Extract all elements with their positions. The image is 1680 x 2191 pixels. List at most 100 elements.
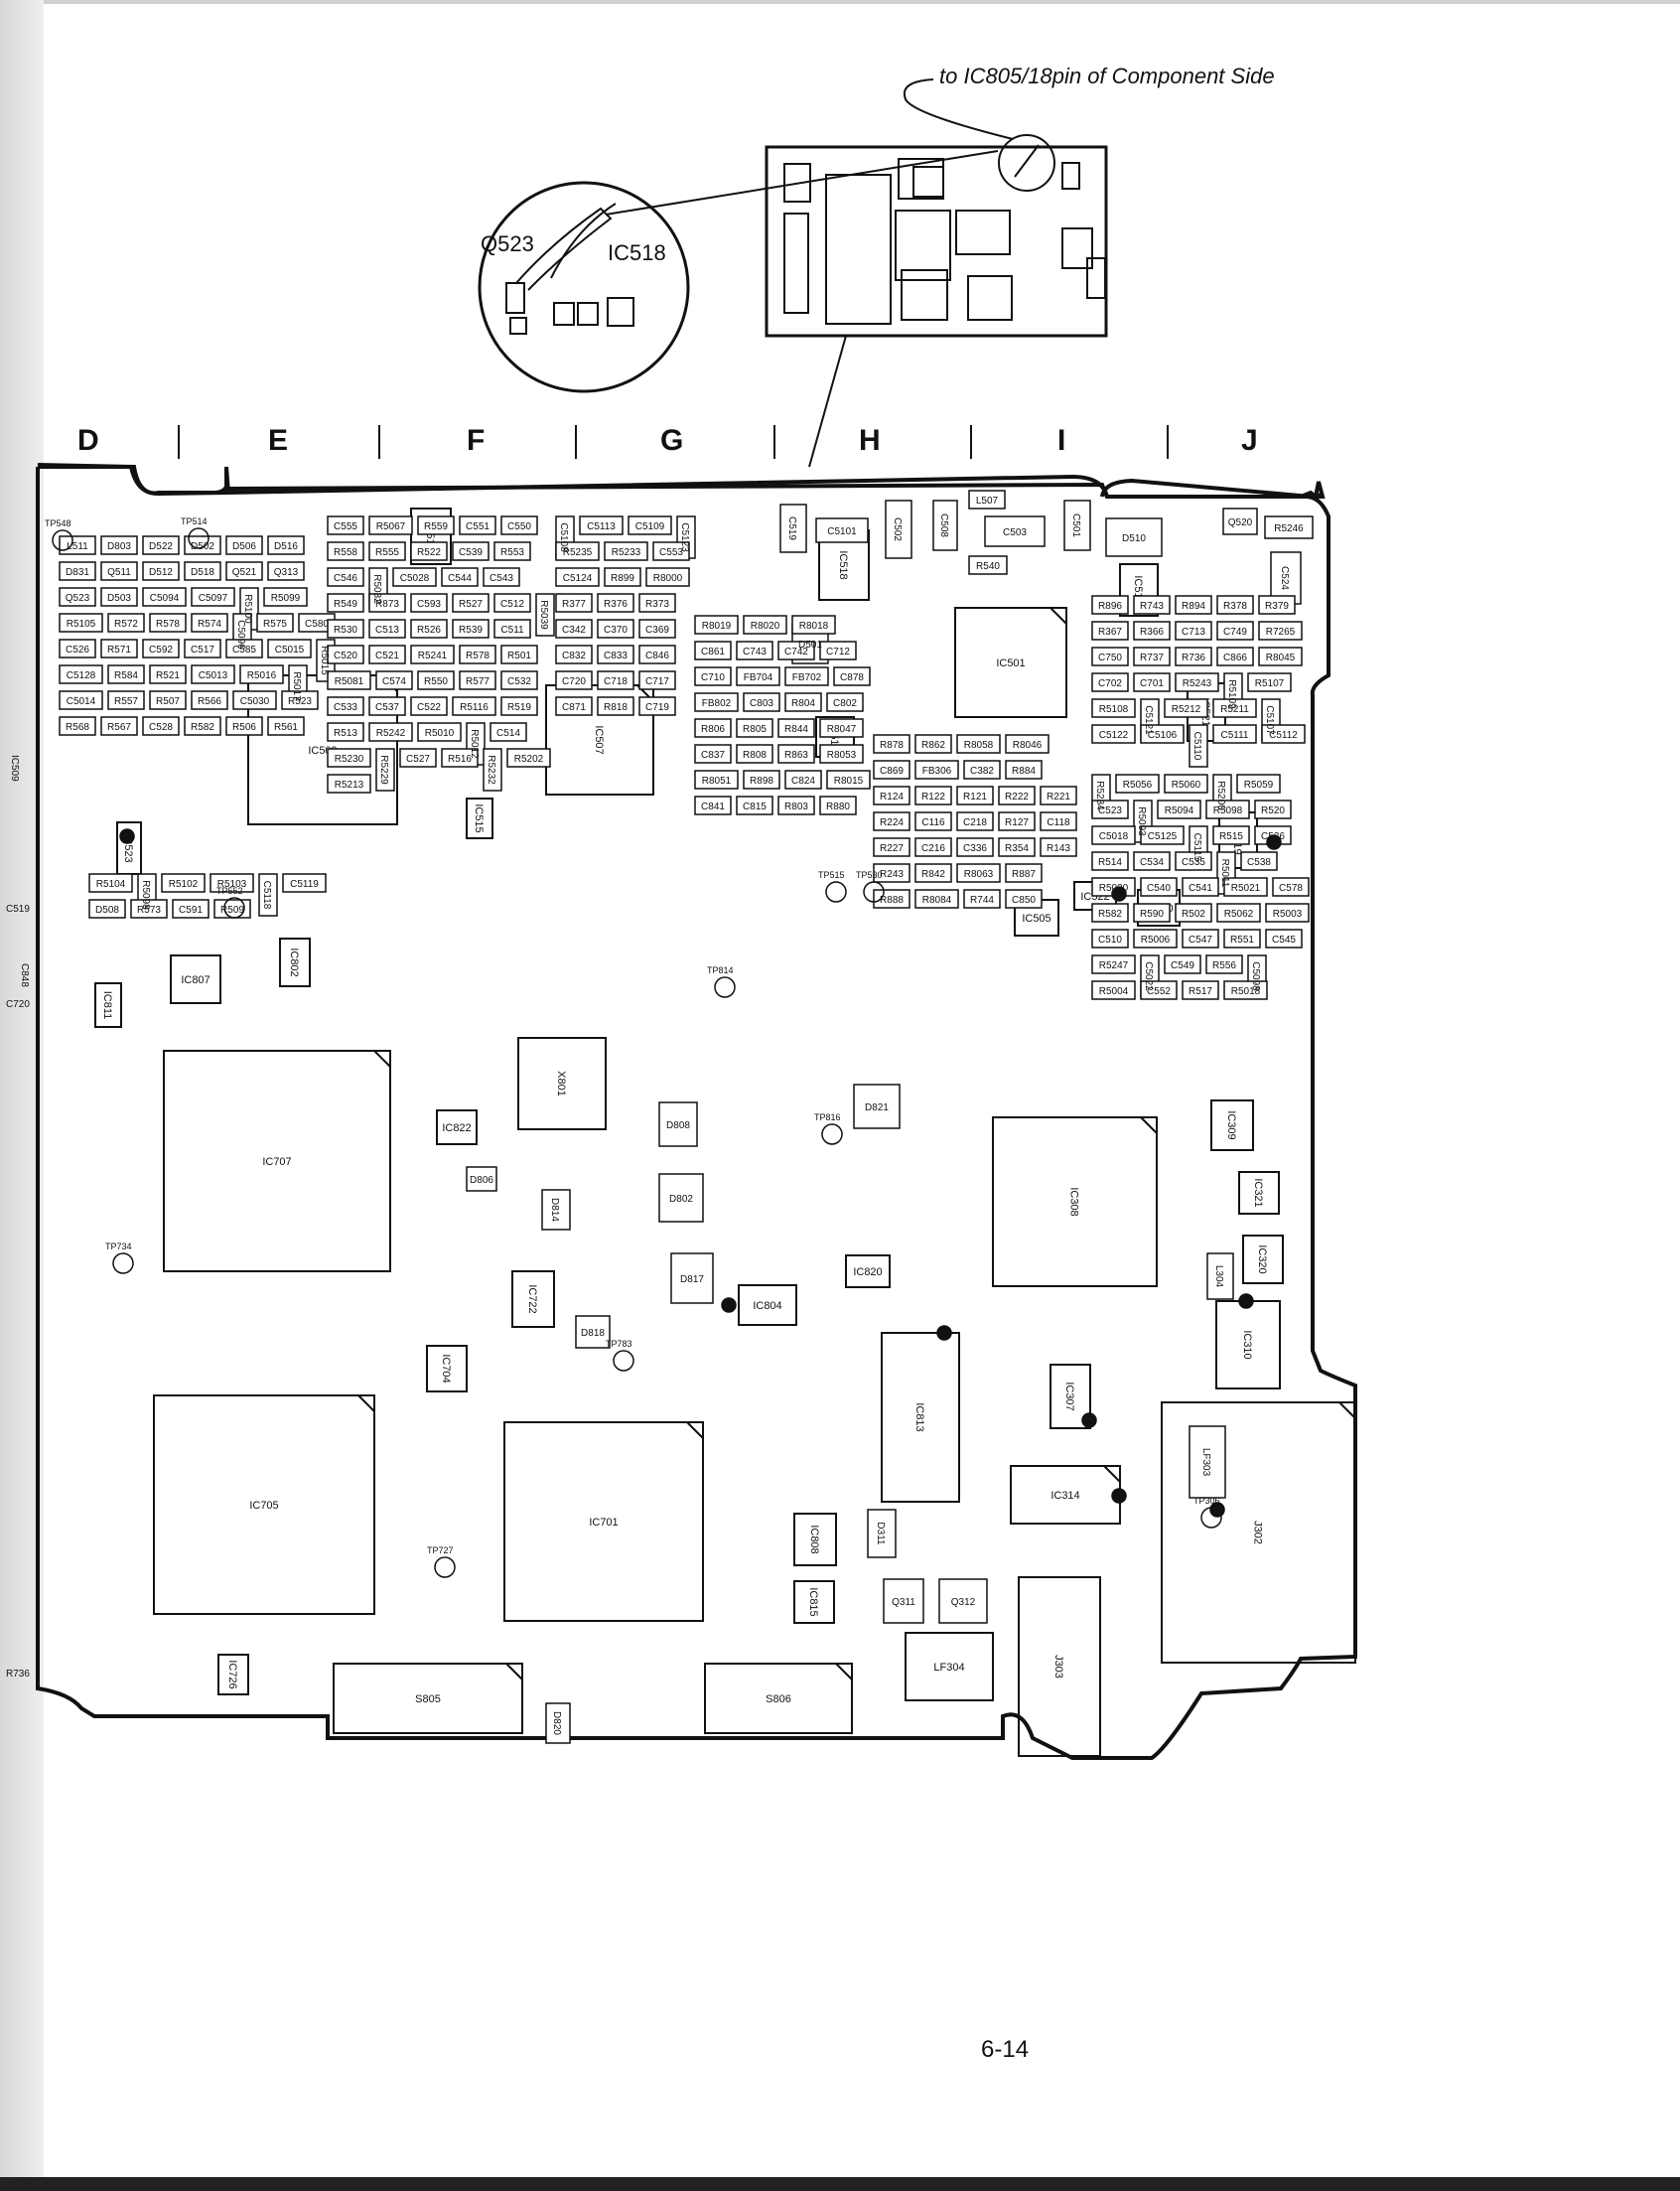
component-c5111	[1212, 724, 1257, 744]
component-label-c824: C824	[791, 776, 815, 787]
component-label-c5118: C5118	[261, 881, 272, 910]
component-label-r8018: R8018	[799, 621, 829, 632]
component-d803	[100, 535, 138, 555]
component-c5112	[1261, 724, 1306, 744]
component-c574	[375, 670, 413, 690]
component-label-c502: C502	[892, 517, 903, 541]
component-label-r8045: R8045	[1266, 653, 1296, 663]
component-label-c5125: C5125	[1148, 831, 1178, 842]
component-c520	[327, 645, 364, 664]
component-label-r5006: R5006	[1141, 935, 1171, 946]
component-r5098	[1205, 800, 1250, 819]
component-label-c846: C846	[645, 651, 669, 661]
component-r571	[100, 639, 138, 658]
component-label-c750: C750	[1098, 653, 1122, 663]
component-r898	[743, 770, 780, 790]
test-point-label: TP734	[105, 1242, 132, 1251]
component-lf303	[1189, 1425, 1226, 1499]
component-label-ic707: IC707	[262, 1156, 291, 1168]
component-c5030	[232, 690, 277, 710]
component-r143	[1040, 837, 1077, 857]
component-r556	[1205, 954, 1243, 974]
column-label-j: J	[1241, 424, 1258, 457]
component-label-c5097: C5097	[199, 593, 228, 604]
component-q521	[225, 561, 263, 581]
component-label-c552: C552	[1147, 986, 1171, 997]
component-c803	[743, 692, 780, 712]
component-r5232	[483, 748, 502, 792]
component-r519	[500, 696, 538, 716]
component-r5107	[1247, 672, 1292, 692]
component-r373	[638, 593, 676, 613]
component-label-r736: R736	[1182, 653, 1205, 663]
component-r896	[1091, 595, 1129, 615]
component-label-r553: R553	[500, 547, 524, 558]
component-label-ic307: IC307	[1063, 1382, 1075, 1410]
component-label-c5121: C5121	[1143, 705, 1154, 735]
component-r8015	[826, 770, 871, 790]
component-r539	[452, 619, 490, 639]
component-label-ic704: IC704	[440, 1354, 452, 1383]
component-label-r515: R515	[1219, 831, 1243, 842]
component-c513	[368, 619, 406, 639]
component-c519	[779, 504, 807, 553]
component-label-c537: C537	[375, 702, 399, 713]
component-label-c850: C850	[1012, 895, 1036, 906]
component-label-c555: C555	[334, 521, 357, 532]
test-point-tp530	[863, 881, 885, 903]
component-label-c534: C534	[1140, 857, 1164, 868]
test-point-tp548	[52, 529, 73, 551]
component-label-r122: R122	[921, 792, 945, 803]
component-label-c538: C538	[1247, 857, 1271, 868]
component-label-r555: R555	[375, 547, 399, 558]
component-c501	[1063, 500, 1091, 551]
component-label-r5018: R5018	[1231, 986, 1261, 997]
component-c537	[368, 696, 406, 716]
component-c528	[142, 716, 180, 736]
component-label-r5200: R5200	[1215, 781, 1226, 810]
component-r379	[1258, 595, 1296, 615]
component-r737	[1133, 647, 1171, 666]
component-c512	[493, 593, 531, 613]
component-label-c5022: C5022	[1143, 961, 1154, 991]
component-label-c549: C549	[1171, 960, 1194, 971]
component-label-r894: R894	[1182, 601, 1205, 612]
component-x801	[517, 1037, 607, 1130]
board-outline	[37, 463, 1326, 501]
component-label-c551: C551	[466, 521, 490, 532]
component-label-r5103: R5103	[217, 879, 247, 890]
component-j302	[1161, 1401, 1356, 1664]
component-c710	[694, 666, 732, 686]
component-label-c218: C218	[963, 817, 987, 828]
component-label-r5039: R5039	[538, 600, 549, 630]
side-label: C720	[6, 999, 30, 1010]
component-label-ic320: IC320	[1256, 1244, 1268, 1273]
component-label-r559: R559	[424, 521, 448, 532]
component-label-c508: C508	[938, 513, 949, 537]
component-r5081	[327, 670, 371, 690]
component-label-c519: C519	[786, 516, 797, 540]
component-ic811	[94, 982, 122, 1028]
component-label-r803: R803	[784, 802, 808, 812]
component-r5213	[327, 774, 371, 794]
test-point-tp515	[825, 881, 847, 903]
test-point-tp816	[821, 1123, 843, 1145]
component-c5013	[191, 664, 235, 684]
component-r558	[327, 541, 364, 561]
component-c749	[1216, 621, 1254, 641]
component-d502	[184, 535, 221, 555]
column-label-e: E	[268, 424, 288, 457]
component-d806	[466, 1166, 497, 1192]
component-q311	[883, 1578, 924, 1624]
component-label-c550: C550	[507, 521, 531, 532]
component-label-q313: Q313	[274, 567, 299, 578]
component-label-ic505: IC505	[1022, 913, 1050, 925]
component-s805	[333, 1663, 523, 1734]
component-label-c382: C382	[970, 766, 994, 777]
component-label-r880: R880	[826, 802, 850, 812]
component-label-r5081: R5081	[335, 676, 364, 687]
component-label-q311: Q311	[892, 1597, 915, 1608]
component-q523	[59, 587, 96, 607]
component-r567	[100, 716, 138, 736]
component-label-c501: C501	[1070, 513, 1081, 537]
